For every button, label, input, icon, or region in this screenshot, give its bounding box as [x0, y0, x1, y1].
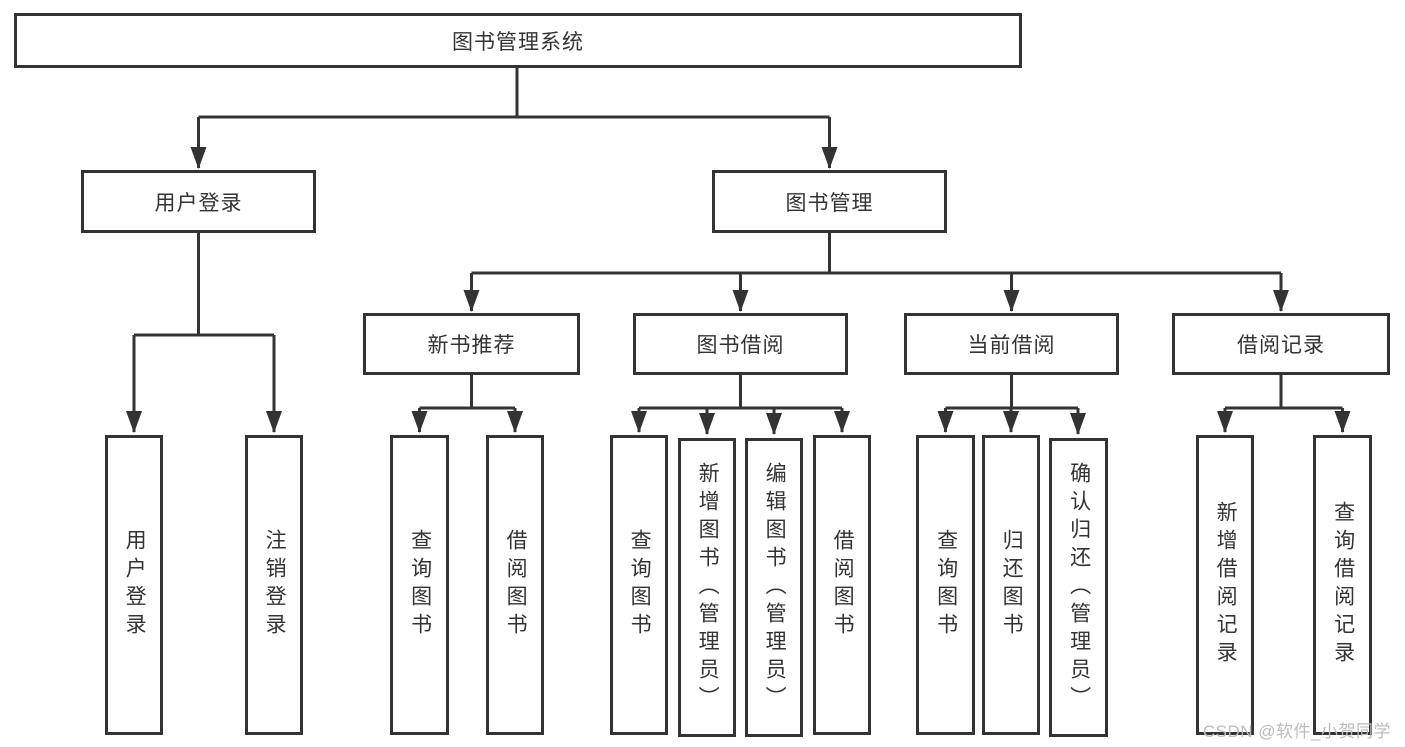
- leaf-return-books-label: 归还图书: [1000, 529, 1024, 641]
- leaf-confirm-return-admin: 确认归还（管理员）: [1049, 438, 1108, 737]
- leaf-user-login-label: 用户登录: [123, 529, 147, 641]
- leaf-logout: 注销登录: [245, 435, 303, 735]
- node-new-book-recommend: 新书推荐: [363, 313, 580, 375]
- leaf-add-books-admin-label: 新增图书（管理员）: [696, 461, 720, 714]
- node-book-management: 图书管理: [712, 170, 947, 233]
- leaf-query-books-borrow: 查询图书: [610, 435, 668, 735]
- leaf-borrow-books-label: 借阅图书: [831, 529, 855, 641]
- node-current-borrow: 当前借阅: [904, 313, 1119, 375]
- node-book-borrow: 图书借阅: [633, 313, 848, 375]
- leaf-confirm-return-admin-label: 确认归还（管理员）: [1067, 461, 1091, 714]
- leaf-borrow-books: 借阅图书: [813, 435, 871, 735]
- leaf-query-borrow-record-label: 查询借阅记录: [1331, 501, 1355, 669]
- leaf-query-books-current-label: 查询图书: [934, 529, 958, 641]
- leaf-borrow-books-recommend-label: 借阅图书: [504, 529, 528, 641]
- leaf-return-books: 归还图书: [982, 435, 1040, 735]
- leaf-query-books-borrow-label: 查询图书: [628, 529, 652, 641]
- node-user-login: 用户登录: [81, 170, 316, 233]
- leaf-query-books-current: 查询图书: [916, 435, 975, 735]
- node-borrow-records: 借阅记录: [1172, 313, 1390, 375]
- leaf-edit-books-admin-label: 编辑图书（管理员）: [763, 461, 787, 714]
- leaf-add-books-admin: 新增图书（管理员）: [678, 438, 736, 737]
- leaf-query-books-recommend-label: 查询图书: [408, 529, 432, 641]
- leaf-add-borrow-record-label: 新增借阅记录: [1214, 501, 1238, 669]
- leaf-edit-books-admin: 编辑图书（管理员）: [745, 438, 803, 737]
- leaf-borrow-books-recommend: 借阅图书: [486, 435, 544, 735]
- leaf-user-login: 用户登录: [105, 435, 163, 735]
- leaf-add-borrow-record: 新增借阅记录: [1196, 435, 1254, 735]
- node-root-library-system: 图书管理系统: [14, 13, 1022, 68]
- csdn-watermark: CSDN @软件_小贺同学: [1202, 722, 1391, 741]
- leaf-query-books-recommend: 查询图书: [390, 435, 449, 735]
- leaf-query-borrow-record: 查询借阅记录: [1313, 435, 1372, 735]
- leaf-logout-label: 注销登录: [263, 529, 287, 641]
